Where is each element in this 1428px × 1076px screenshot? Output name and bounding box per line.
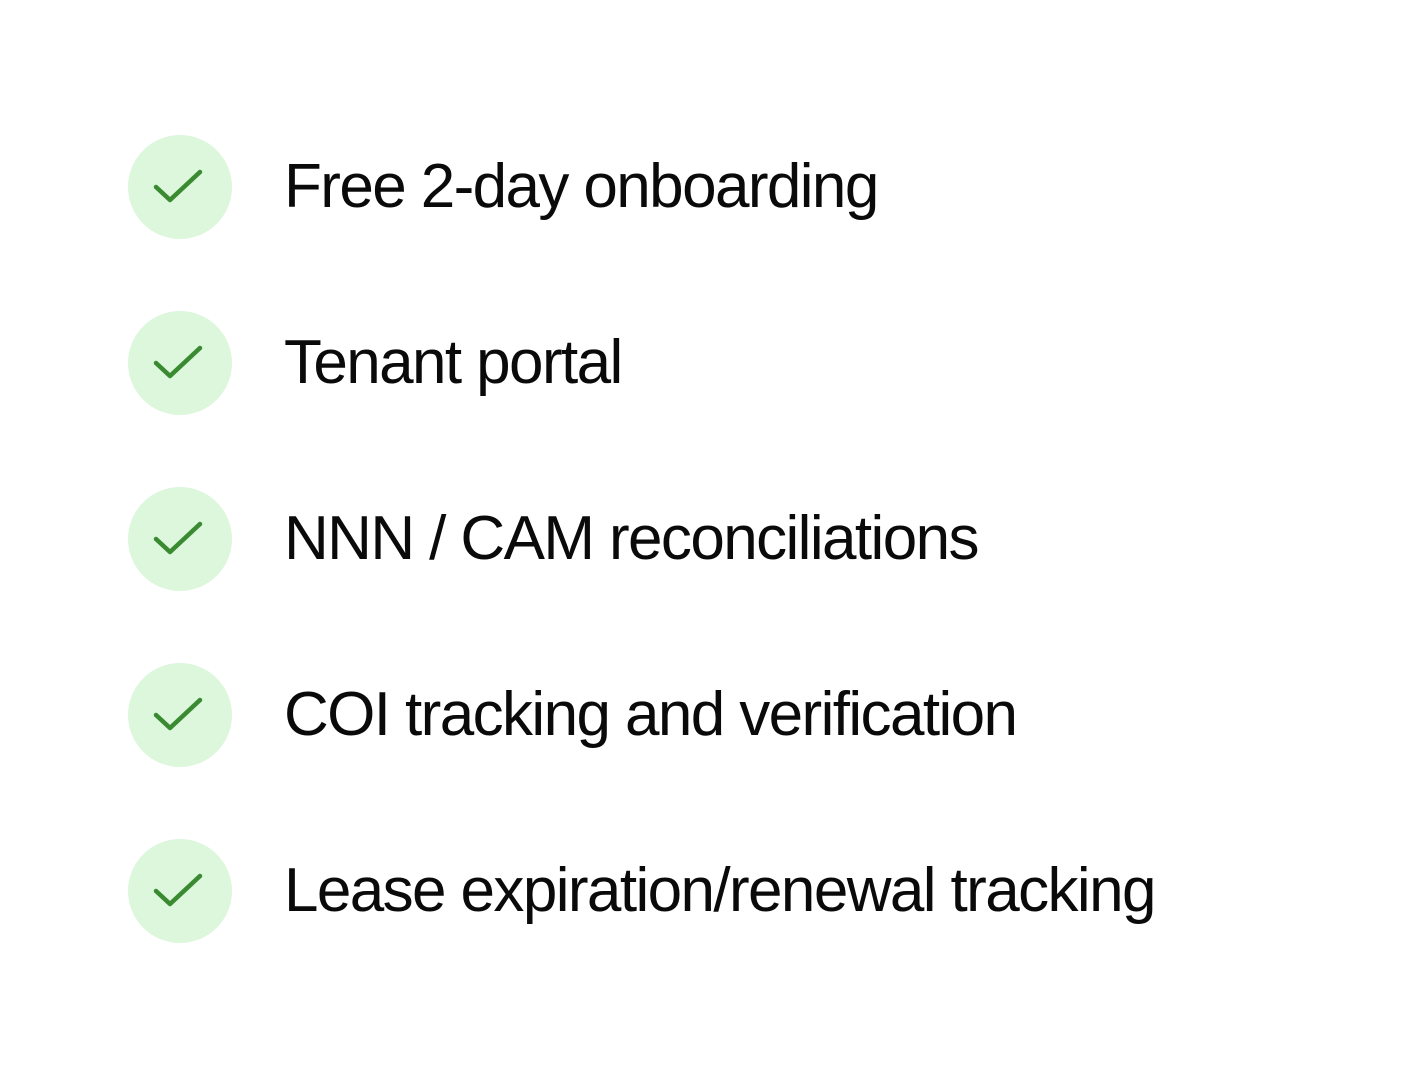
check-icon bbox=[128, 135, 232, 239]
feature-label: Tenant portal bbox=[284, 328, 623, 397]
list-item: Tenant portal bbox=[128, 311, 1155, 415]
feature-label: COI tracking and verification bbox=[284, 680, 1018, 749]
feature-label: NNN / CAM reconciliations bbox=[284, 504, 979, 573]
feature-label: Free 2-day onboarding bbox=[284, 152, 879, 221]
check-icon bbox=[128, 487, 232, 591]
feature-label: Lease expiration/renewal tracking bbox=[284, 856, 1156, 925]
feature-list: Free 2-day onboarding Tenant portal NNN … bbox=[128, 135, 1156, 943]
check-icon bbox=[128, 839, 232, 943]
check-icon bbox=[128, 311, 232, 415]
list-item: Free 2-day onboarding bbox=[128, 135, 1155, 239]
check-icon bbox=[128, 663, 232, 767]
list-item: Lease expiration/renewal tracking bbox=[128, 839, 1156, 943]
list-item: COI tracking and verification bbox=[128, 663, 1155, 767]
list-item: NNN / CAM reconciliations bbox=[128, 487, 1155, 591]
